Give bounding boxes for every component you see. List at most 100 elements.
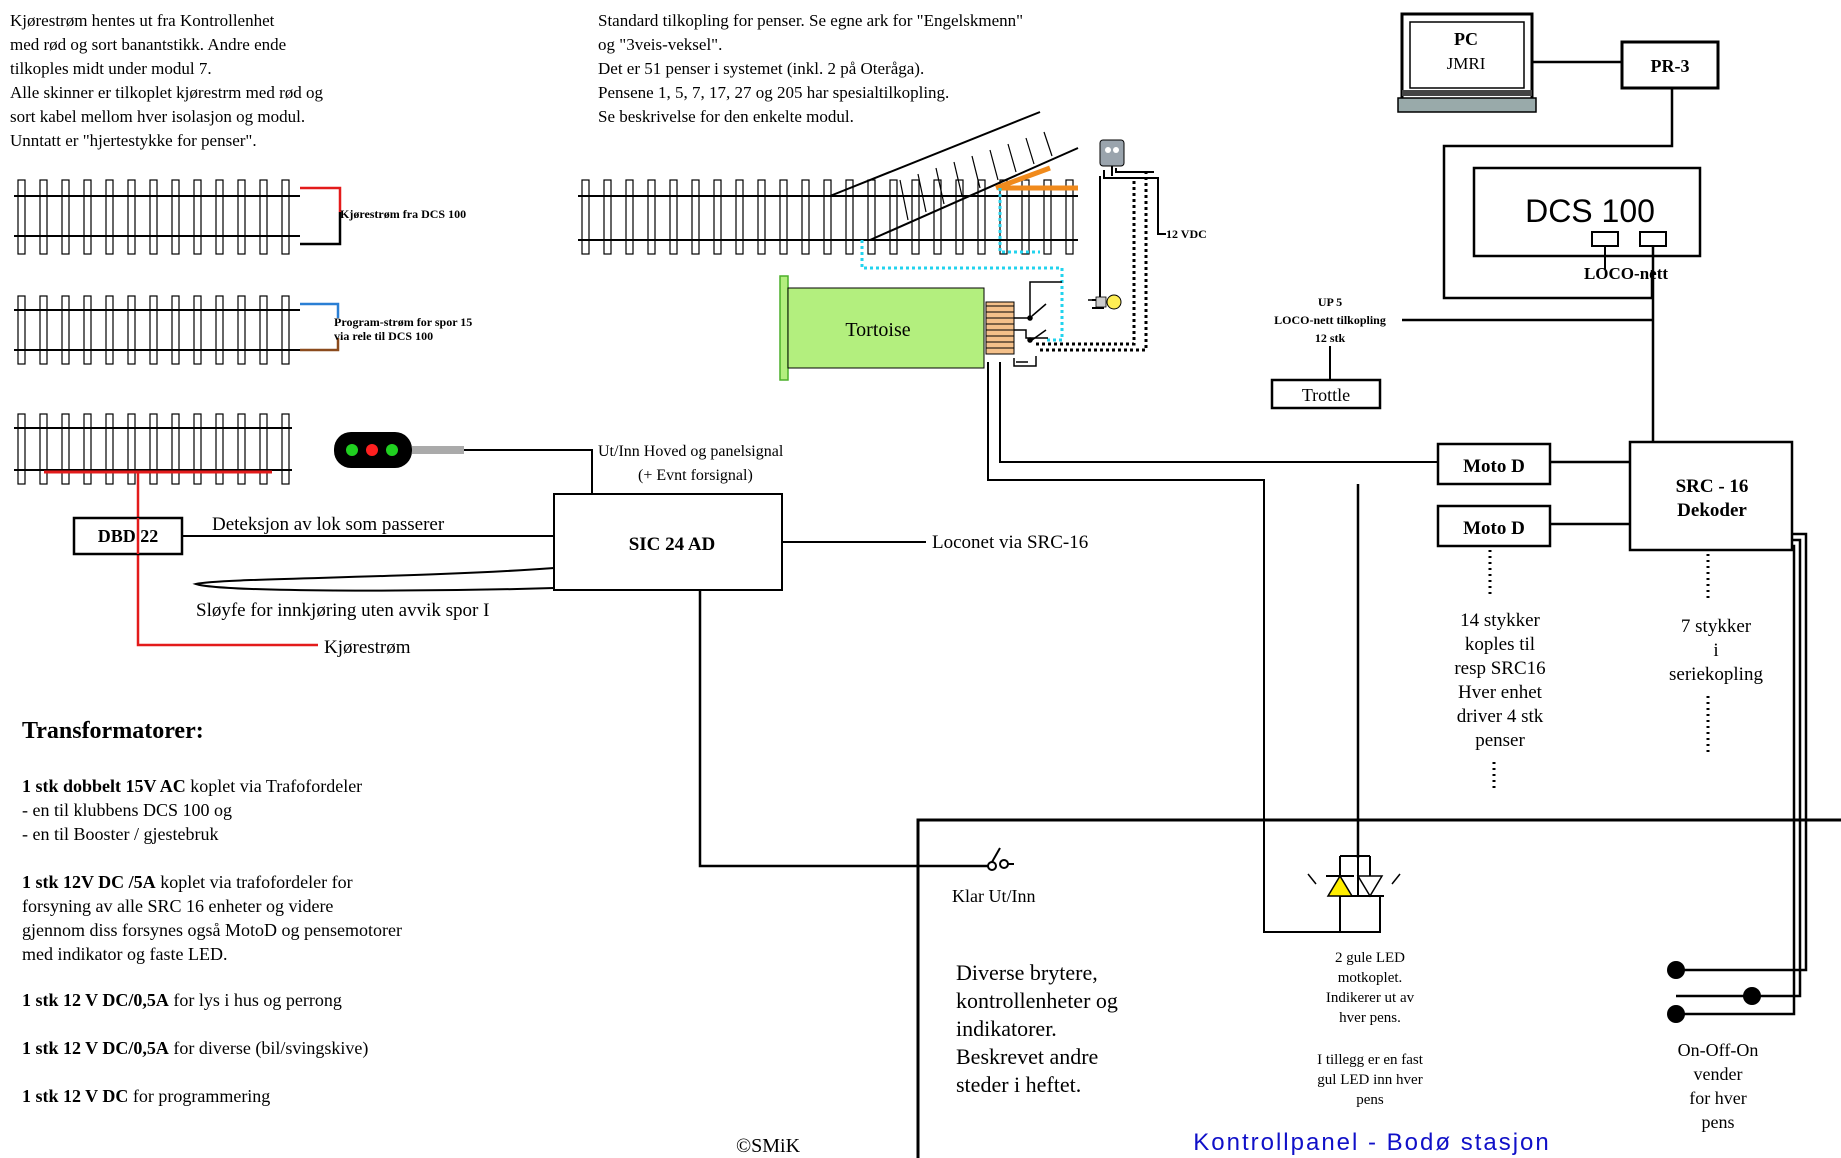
main-signal [334,432,593,494]
panel-title: Kontrollpanel - Bodø stasjon [1193,1129,1551,1156]
jmri-label: JMRI [1447,54,1486,73]
transformer-item-3: 1 stk 12 V DC/0,5A for lys i hus og perr… [22,990,342,1010]
copyright: ©SMiK [736,1135,801,1157]
intro-left-line-2: med rød og sort banantstikk. Andre ende [10,35,286,54]
transformer-item-1: 1 stk dobbelt 15V AC koplet via Trafofor… [22,776,362,796]
motod-label-2: Moto D [1463,518,1525,539]
bulb-icon [1088,294,1122,310]
rail-tie [867,179,876,255]
led-note-1-1: 2 gule LED [1335,950,1405,966]
transformer-item-5-rest: for programmering [128,1086,270,1106]
rail-tie [39,179,48,255]
transformer-item-2-line-3: gjennom diss forsynes også MotoD og pens… [22,920,402,940]
rail-tie [1065,179,1074,255]
intro-left-line-3: tilkoples midt under modul 7. [10,59,212,78]
transformer-item-3-rest: for lys i hus og perrong [169,990,342,1010]
rail-tie [215,413,224,485]
led-pair-icon [1307,855,1401,933]
rail-tie [171,413,180,485]
rail-tie [779,179,788,255]
program-label-1: Program-strøm for spor 15 [334,315,472,329]
sic24-label: SIC 24 AD [629,534,716,555]
loconet-port-2 [1639,231,1667,247]
klar-switch-icon [987,847,1014,871]
signal-label-1: Ut/Inn Hoved og panelsignal [598,443,784,460]
turnout-tie [971,155,981,189]
trottle-box [1270,378,1382,410]
up5-line-2: LOCO-nett tilkopling [1274,313,1386,327]
rail-tie [281,413,290,485]
intro-center-line-5: Se beskrivelse for den enkelte modul. [598,107,854,126]
pc-computer: PC JMRI [1397,12,1537,113]
loconett-label: LOCO-nett [1584,264,1668,283]
rail-tie [281,179,290,255]
intro-center-line-1: Standard tilkopling for penser. Se egne … [598,11,1023,30]
rail-tie [39,413,48,485]
dwarf-signal [1099,139,1125,176]
rail-tie [823,179,832,255]
intro-left: Kjørestrøm hentes ut fra Kontrollenhet m… [10,11,324,150]
pc-label: PC [1454,29,1478,49]
rail-tie [193,295,202,365]
rail-tie [647,179,656,255]
rail-tie [105,295,114,365]
turnout-tie [899,179,909,221]
intro-left-line-5: sort kabel mellom hver isolasjon og modu… [10,107,305,126]
led-note-1-3: Indikerer ut av [1326,990,1415,1006]
led-note-2-3: pens [1356,1092,1384,1108]
onoff-note-4: pens [1702,1112,1735,1132]
panel-diverse-4: Beskrevet andre [956,1044,1098,1069]
black-wire [300,212,342,246]
rail-tie [845,179,854,255]
rail-tie [581,179,590,255]
transformer-item-4: 1 stk 12 V DC/0,5A for diverse (bil/svin… [22,1038,368,1059]
panel-diverse-5: steder i heftet. [956,1072,1081,1097]
rail-tie [149,295,158,365]
turnout-tie [1043,131,1053,157]
panel-diverse-1: Diverse brytere, [956,960,1098,985]
transformer-item-1-sub-1: - en til klubbens DCS 100 og [22,800,232,820]
rail-tie [281,295,290,365]
intro-left-line-6: Unntatt er "hjertestykke for penser". [10,131,257,150]
dotted-continuations [1488,550,1710,790]
intro-left-line-1: Kjørestrøm hentes ut fra Kontrollenhet [10,11,275,30]
sic24-box [553,493,783,591]
program-label-2: via rele til DCS 100 [334,329,433,343]
tortoise-to-motod [987,362,1438,933]
rail-tie [259,413,268,485]
motod-note-2: koples til [1465,634,1535,655]
tortoise-label: Tortoise [845,319,910,341]
rail-tie [735,179,744,255]
rail-tie [193,179,202,255]
led-notes: 2 gule LED motkoplet. Indikerer ut av hv… [1317,950,1424,1108]
deteksjon-label: Deteksjon av lok som passerer [212,514,445,535]
up5-line-3: 12 stk [1315,331,1346,345]
rail-tie [259,179,268,255]
rail-tie [1043,179,1052,255]
transformers: Transformatorer: 1 stk dobbelt 15V AC ko… [22,718,402,1106]
turnout-track [578,111,1079,255]
tortoise-contacts [1013,281,1062,367]
transformer-item-5-bold: 1 stk 12 V DC [22,1086,128,1106]
sloyfe-loop [192,567,555,592]
rail-tie [669,179,678,255]
cyan-dotted-wires [860,188,1064,342]
rail-tie [171,295,180,365]
red-wire [300,186,342,212]
transformer-item-1-sub-2: - en til Booster / gjestebruk [22,824,218,844]
rail-tie [127,413,136,485]
turnout-tie [1007,143,1017,173]
onoff-note-2: vender [1694,1064,1743,1084]
rail-tie [39,295,48,365]
src16-label-2: Dekoder [1677,500,1747,521]
rail-tie [933,179,942,255]
rail-tie [83,295,92,365]
sic-to-klar [698,590,988,868]
rail-tie [801,179,810,255]
rail-tie [259,295,268,365]
rail-tie [237,179,246,255]
motod-note-1: 14 stykker [1460,610,1540,631]
rail-tie [83,179,92,255]
motod-box-1 [1436,442,1552,486]
